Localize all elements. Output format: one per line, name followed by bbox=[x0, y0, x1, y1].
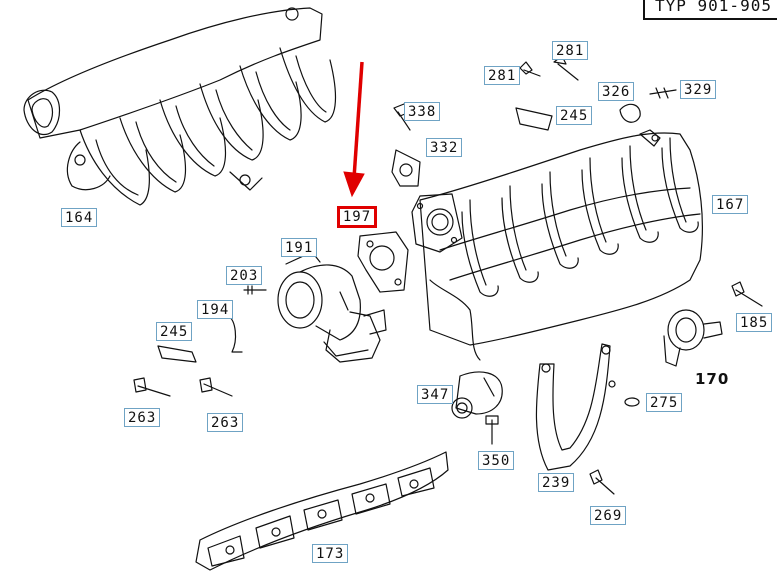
part-label-281-left[interactable]: 281 bbox=[484, 66, 520, 85]
part-label-347[interactable]: 347 bbox=[417, 385, 453, 404]
highlight-box bbox=[337, 206, 377, 228]
part-label-239[interactable]: 239 bbox=[538, 473, 574, 492]
red-pointer-arrow bbox=[343, 61, 365, 198]
part-label-164[interactable]: 164 bbox=[61, 208, 97, 227]
gasket-197 bbox=[357, 231, 409, 293]
part-label-167[interactable]: 167 bbox=[712, 195, 748, 214]
connector-347 bbox=[451, 371, 503, 419]
part-label-332[interactable]: 332 bbox=[426, 138, 462, 157]
part-label-203[interactable]: 203 bbox=[226, 266, 262, 285]
part-label-197[interactable]: 197 bbox=[342, 209, 372, 225]
gasket-173 bbox=[195, 451, 449, 571]
part-label-263-left[interactable]: 263 bbox=[124, 408, 160, 427]
part-label-185[interactable]: 185 bbox=[736, 313, 772, 332]
part-label-194[interactable]: 194 bbox=[197, 300, 233, 319]
part-label-326[interactable]: 326 bbox=[598, 82, 634, 101]
upper-intake-manifold bbox=[23, 7, 337, 206]
part-label-329[interactable]: 329 bbox=[680, 80, 716, 99]
part-label-263-right[interactable]: 263 bbox=[207, 413, 243, 432]
egr-valve bbox=[663, 309, 723, 367]
part-label-170[interactable]: 170 bbox=[695, 370, 730, 388]
lower-intake-manifold bbox=[411, 129, 703, 361]
model-type-label: TYP 901-905 bbox=[643, 0, 777, 20]
part-label-173[interactable]: 173 bbox=[312, 544, 348, 563]
fasteners bbox=[133, 55, 763, 495]
part-label-245-left[interactable]: 245 bbox=[156, 322, 192, 341]
part-label-281-top[interactable]: 281 bbox=[552, 41, 588, 60]
part-label-350[interactable]: 350 bbox=[478, 451, 514, 470]
part-label-338[interactable]: 338 bbox=[404, 102, 440, 121]
part-label-245-top[interactable]: 245 bbox=[556, 106, 592, 125]
gasket-332 bbox=[391, 149, 421, 187]
part-label-269[interactable]: 269 bbox=[590, 506, 626, 525]
throttle-housing bbox=[277, 251, 387, 363]
part-label-275[interactable]: 275 bbox=[646, 393, 682, 412]
bracket-239 bbox=[535, 343, 640, 471]
part-label-191[interactable]: 191 bbox=[281, 238, 317, 257]
